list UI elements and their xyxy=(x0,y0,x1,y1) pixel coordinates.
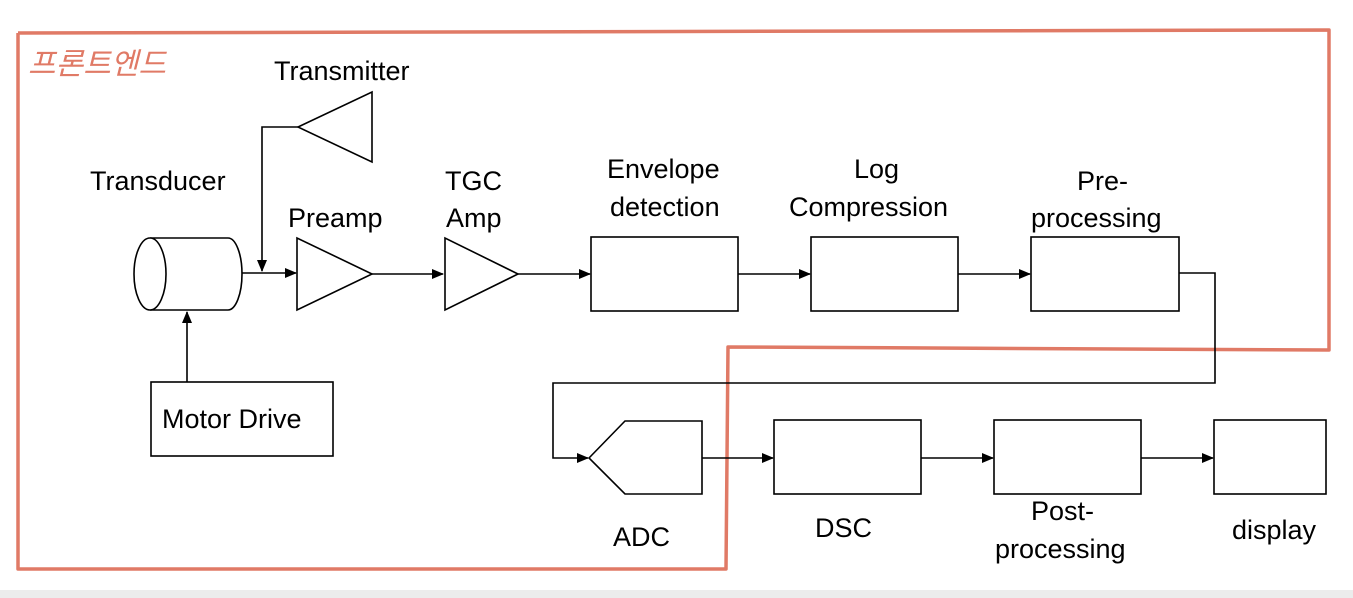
envelope-detection-box xyxy=(590,236,739,312)
tgc-amp-symbol xyxy=(444,236,520,312)
transducer-icon xyxy=(133,237,243,311)
motor-drive-label: Motor Drive xyxy=(162,404,302,434)
log-label-1: Log xyxy=(854,154,899,184)
transducer-label: Transducer xyxy=(90,166,226,196)
front-end-outline xyxy=(16,28,1331,571)
post-processing-box xyxy=(993,419,1142,495)
tgc-amp-label-1: TGC xyxy=(445,166,502,196)
pre-processing-wire xyxy=(552,272,1216,463)
display-label: display xyxy=(1232,515,1317,545)
dsc-label: DSC xyxy=(815,513,872,543)
log-compression-box xyxy=(810,236,959,312)
adc-label: ADC xyxy=(613,522,670,552)
pre-label-1: Pre- xyxy=(1077,166,1128,196)
envelope-label-2: detection xyxy=(610,192,720,222)
display-box xyxy=(1213,419,1327,495)
transmitter-wire xyxy=(257,126,298,272)
tgc-amp-label-2: Amp xyxy=(446,203,502,233)
transmitter-label: Transmitter xyxy=(274,56,410,86)
post-label-2: processing xyxy=(995,534,1126,564)
front-end-annotation: 프론트엔드 xyxy=(28,47,167,82)
log-label-2: Compression xyxy=(789,192,948,222)
adc-symbol xyxy=(587,420,703,495)
preamp-symbol xyxy=(296,236,374,312)
motor-drive-box xyxy=(150,381,334,457)
transmitter-symbol xyxy=(296,90,373,164)
envelope-label-1: Envelope xyxy=(607,154,720,184)
pre-processing-box xyxy=(1030,236,1180,312)
pre-label-2: processing xyxy=(1031,203,1162,233)
bottom-edge-bar xyxy=(0,590,1353,598)
dsc-box xyxy=(773,419,922,495)
preamp-label: Preamp xyxy=(288,203,383,233)
post-label-1: Post- xyxy=(1031,496,1094,526)
